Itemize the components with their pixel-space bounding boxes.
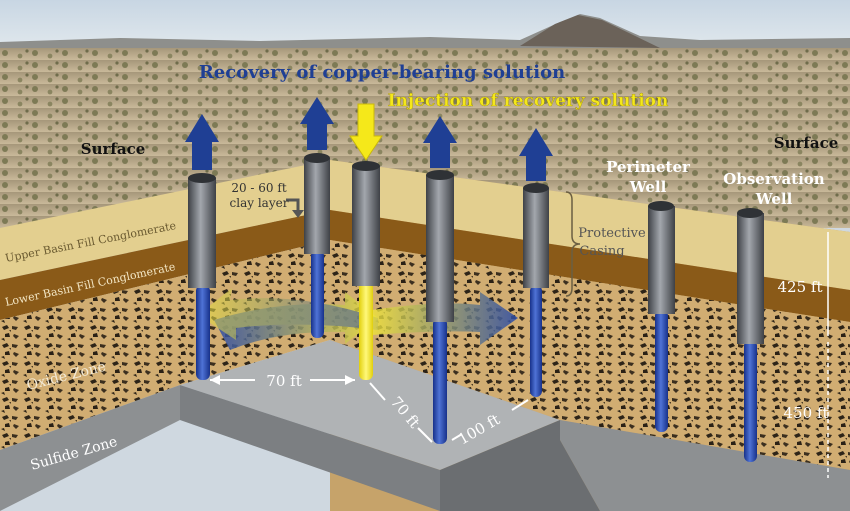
observation-label-1: Observation (723, 170, 825, 188)
clay-arrow-icon (286, 198, 300, 212)
dim-arrow (345, 375, 355, 385)
clay-label-2: clay layer (230, 196, 289, 210)
hill (520, 15, 660, 48)
sulfide-layer-left (0, 385, 180, 511)
flow-arrow-icon (198, 288, 378, 340)
perimeter-well (648, 201, 675, 432)
observation-label-2: Well (755, 190, 793, 208)
sulfide-layer-right (560, 420, 850, 511)
lower-basin-layer-left (0, 210, 330, 320)
casing-label-2: Casing (579, 244, 624, 259)
observation-well (737, 208, 764, 462)
up-arrow-icon (519, 128, 553, 181)
lower-basin-layer-right (330, 210, 850, 322)
injection-label: Injection of recovery solution (388, 91, 669, 111)
recovery-well-3 (423, 116, 457, 444)
depth-425-label: 425 ft (778, 278, 823, 296)
depth-450-label: 450 ft (784, 404, 829, 422)
up-arrow-icon (185, 114, 219, 170)
injection-well (349, 103, 383, 380)
dim-arrow (210, 375, 220, 385)
up-arrow-icon (423, 116, 457, 168)
upper-basin-layer-left (0, 160, 330, 280)
dim-line-100 (451, 433, 463, 441)
surface-label-left: Surface (81, 140, 146, 158)
upper-basin-layer-right (330, 160, 850, 290)
recovery-well-1 (185, 114, 219, 380)
clay-label-1: 20 - 60 ft (231, 181, 286, 195)
recovery-label: Recovery of copper-bearing solution (199, 62, 565, 83)
recovery-well-2 (300, 97, 334, 338)
dim-line-70b (369, 382, 386, 401)
sulfide-block-side (440, 420, 600, 511)
dim-70a-label: 70 ft (266, 372, 301, 390)
sulfide-block-front (180, 385, 440, 511)
perimeter-label-2: Well (629, 178, 667, 196)
dim-line-100-end (511, 399, 529, 411)
clay-arrow-head (292, 210, 304, 218)
down-arrow-icon (349, 103, 383, 161)
oxide-layer-right (330, 240, 850, 470)
surface-label-right: Surface (774, 134, 839, 152)
casing-bracket (565, 191, 581, 297)
recovery-well-4 (519, 128, 553, 397)
oxide-layer-left (0, 240, 330, 450)
sulfide-block-top (180, 340, 560, 470)
dim-line-70b-end (417, 427, 433, 443)
up-arrow-icon (300, 97, 334, 150)
casing-label-1: Protective (578, 226, 646, 241)
perimeter-label-1: Perimeter (606, 158, 691, 176)
